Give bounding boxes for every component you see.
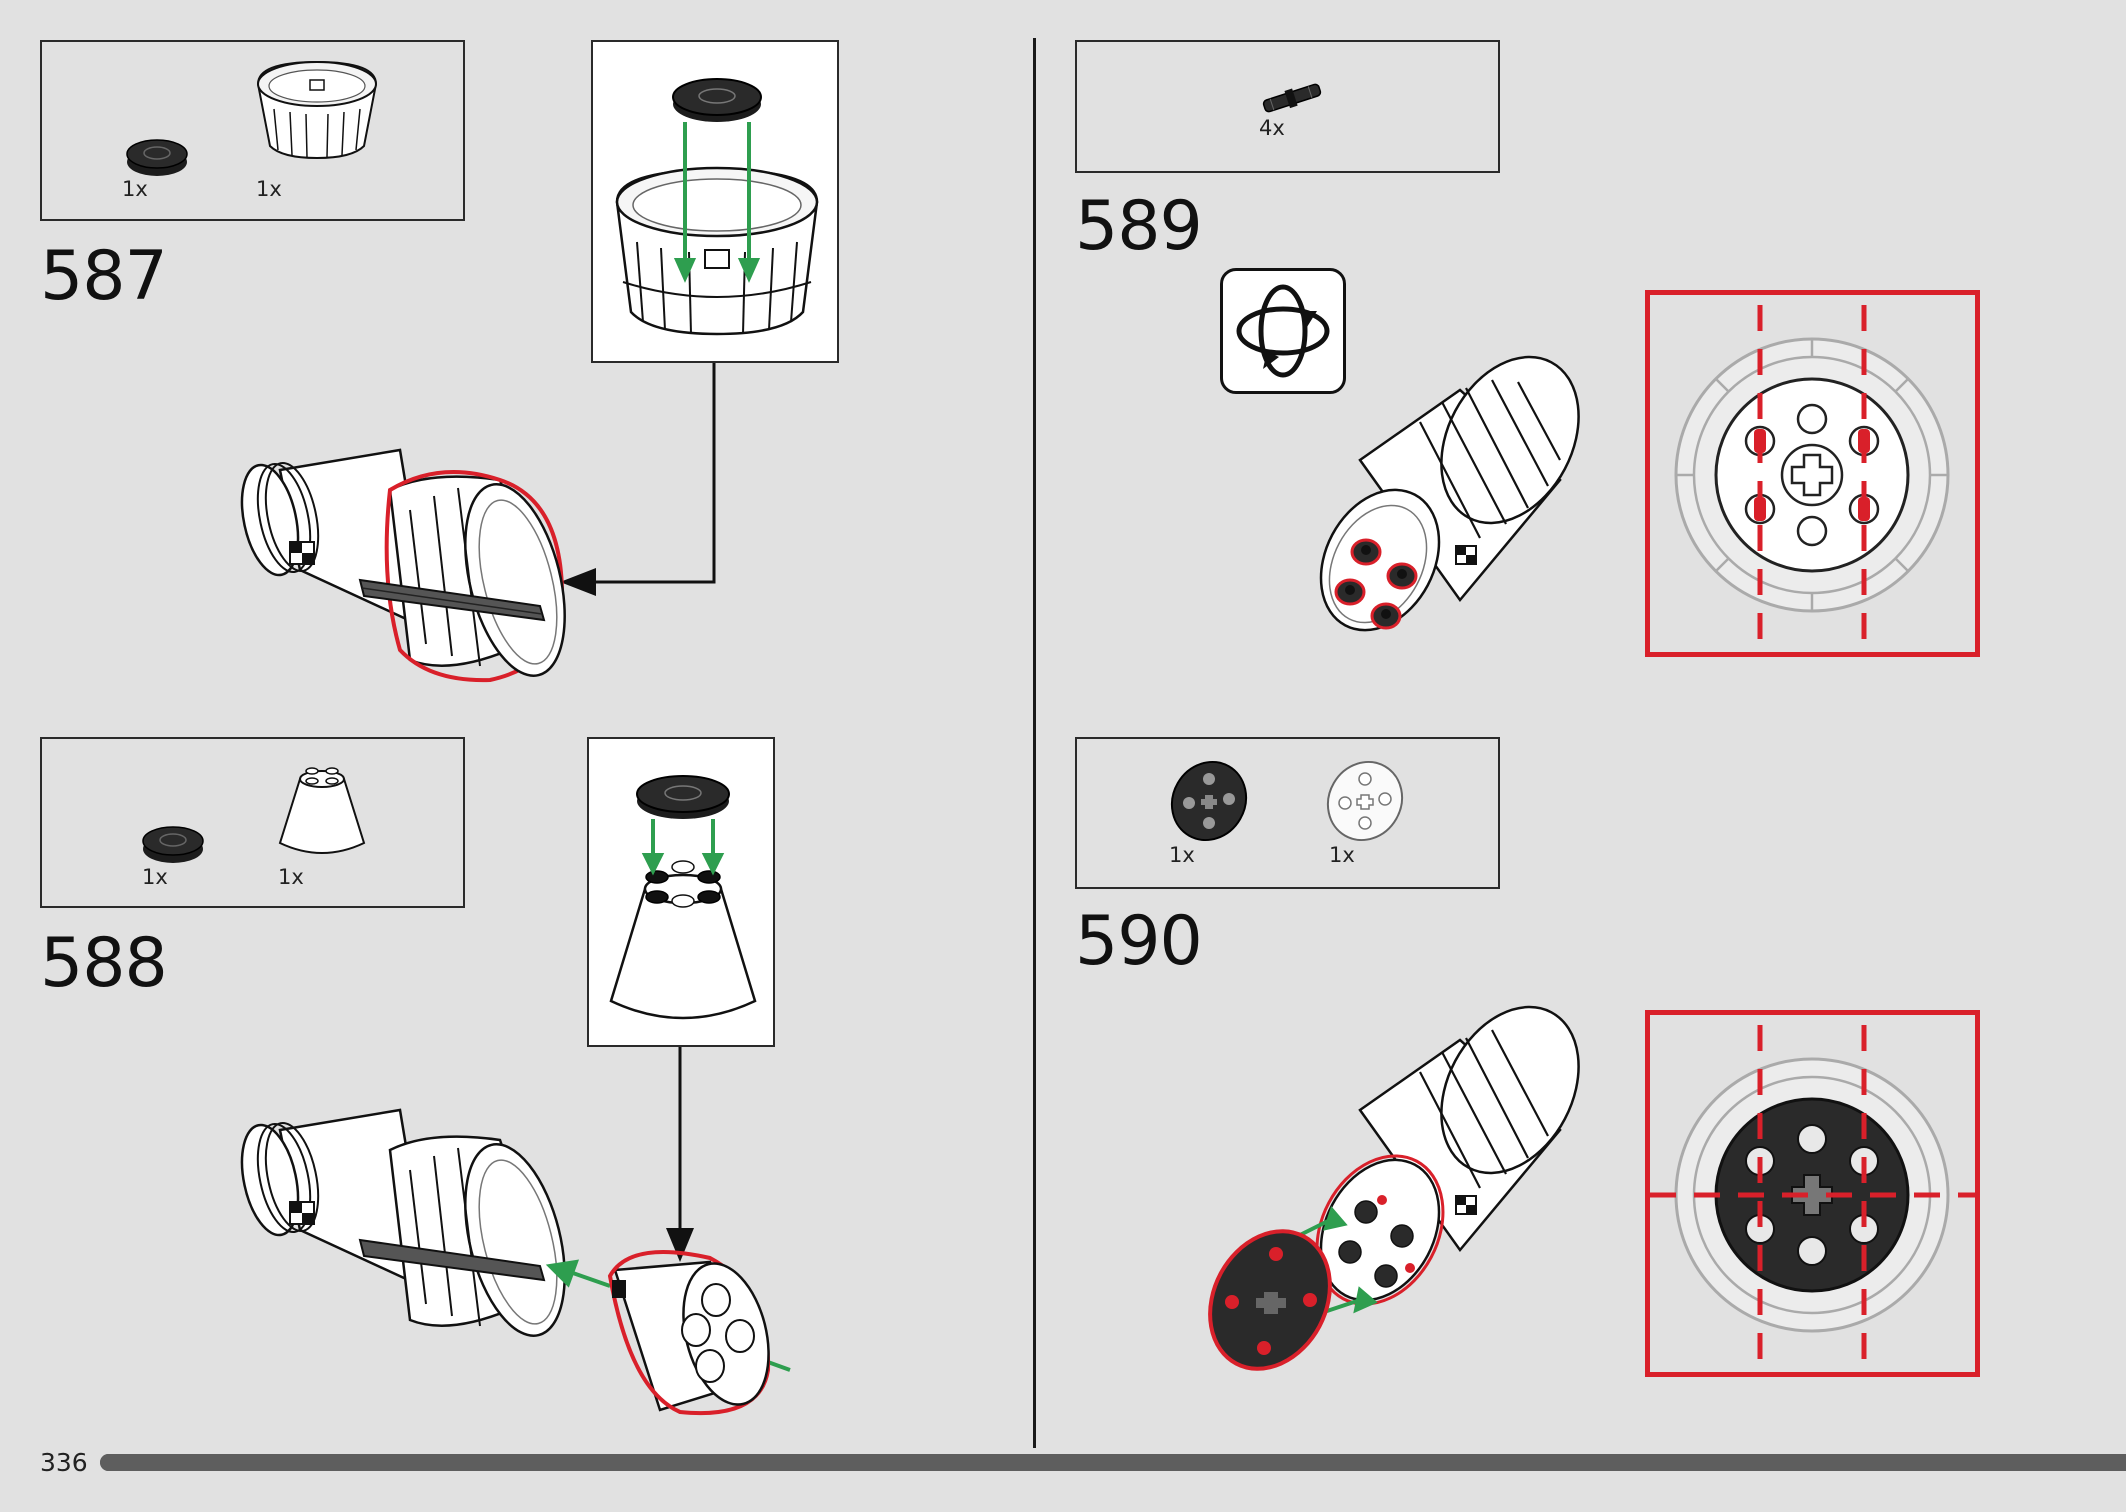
model-588 <box>240 1108 791 1415</box>
tile-round-black-icon <box>142 826 204 863</box>
callout-assembly-588 <box>609 775 757 1020</box>
parts-box-589: 4x <box>1075 40 1500 173</box>
detail-view-589 <box>1645 290 1980 657</box>
part-qty: 4x <box>1259 116 1285 140</box>
detail-face-589 <box>1674 305 1950 645</box>
part-qty: 1x <box>278 865 304 889</box>
rotate-model-icon <box>1220 268 1346 394</box>
callout-587 <box>591 40 839 363</box>
step-number: 588 <box>40 924 168 1003</box>
page-divider <box>1033 38 1036 1448</box>
callout-assembly-587 <box>615 78 819 336</box>
callout-588 <box>587 737 775 1047</box>
barrel-half-white-icon <box>256 60 378 160</box>
technic-wheel-black-icon <box>1170 760 1248 842</box>
parts-box-588: 1x 1x <box>40 737 465 908</box>
step-number: 590 <box>1075 902 1203 981</box>
part-qty: 1x <box>1169 843 1195 867</box>
model-589 <box>1319 355 1580 632</box>
step-number: 589 <box>1075 187 1203 266</box>
progress-fill <box>100 1454 2126 1471</box>
part-qty: 1x <box>142 865 168 889</box>
part-qty: 1x <box>1329 843 1355 867</box>
detail-face-590 <box>1650 1025 1975 1365</box>
parts-box-590: 1x 1x <box>1075 737 1500 889</box>
detail-view-590 <box>1645 1010 1980 1377</box>
step-number: 587 <box>40 237 168 316</box>
part-qty: 1x <box>256 177 282 201</box>
model-587 <box>240 448 566 683</box>
technic-wheel-white-icon <box>1326 760 1404 842</box>
page-number: 336 <box>40 1448 88 1477</box>
progress-bar <box>100 1454 2126 1471</box>
parts-box-587: 1x 1x <box>40 40 465 221</box>
part-qty: 1x <box>122 177 148 201</box>
technic-pin-black-icon <box>1262 83 1322 113</box>
model-590 <box>1208 1005 1580 1371</box>
tile-round-black-icon <box>126 139 188 176</box>
cone-white-icon <box>278 767 366 854</box>
